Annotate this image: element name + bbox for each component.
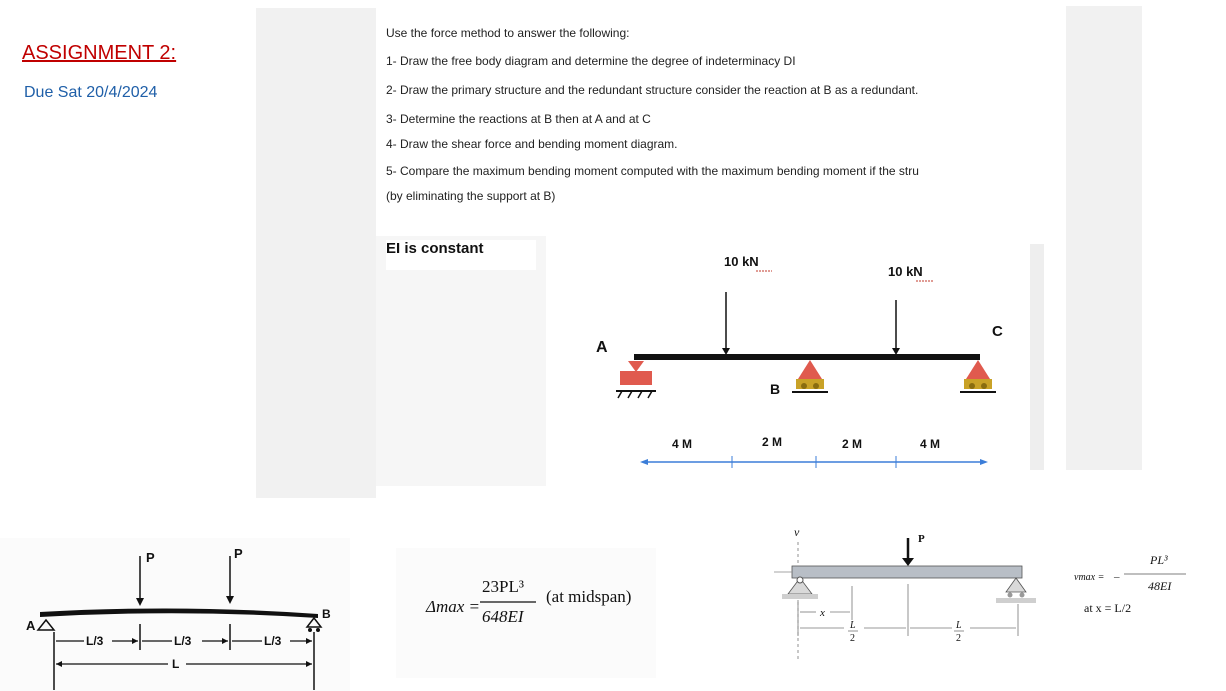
fixed-support-a bbox=[616, 361, 656, 399]
deflection-formula: Δmax = 23PL³ 648EI (at midspan) bbox=[425, 577, 631, 626]
ref-load-arrow-1 bbox=[136, 556, 144, 606]
question-item-3: 3- Determine the reactions at B then at … bbox=[386, 112, 651, 126]
half2-denominator: 2 bbox=[956, 633, 961, 644]
ref-seg-label-2: L/3 bbox=[174, 634, 192, 648]
ei-panel bbox=[376, 236, 546, 486]
span-label-1: 4 M bbox=[672, 437, 692, 451]
ei-note: EI is constant bbox=[386, 240, 536, 270]
ref-load-label-2: P bbox=[234, 546, 243, 561]
ref-dimension-segments bbox=[53, 624, 315, 690]
roller-support-b bbox=[792, 360, 828, 393]
load-arrow-2 bbox=[892, 300, 900, 355]
ref-point-label-b: B bbox=[322, 607, 331, 621]
ref-right-beam bbox=[791, 565, 1023, 579]
load-label-2: 10 kN bbox=[888, 264, 923, 279]
point-label-a: A bbox=[596, 339, 608, 356]
ref-beam bbox=[40, 608, 318, 618]
beam-right-edge bbox=[1030, 244, 1044, 470]
pin-support-left bbox=[782, 576, 818, 599]
half2-numerator: L bbox=[955, 620, 962, 631]
half1-denominator: 2 bbox=[850, 633, 855, 644]
load-label-1: 10 kN bbox=[724, 254, 759, 269]
vmax-at-text: at x = L/2 bbox=[1084, 601, 1131, 615]
load-arrow-1 bbox=[722, 292, 730, 355]
ref-load-label-1: P bbox=[146, 550, 155, 565]
vmax-label: vmax = bbox=[1074, 572, 1104, 583]
question-item-2: 2- Draw the primary structure and the re… bbox=[386, 83, 919, 97]
formula-note: (at midspan) bbox=[546, 587, 631, 606]
point-label-b: B bbox=[770, 381, 780, 397]
roller-support-c bbox=[960, 360, 996, 393]
beam bbox=[634, 354, 980, 360]
ref-total-label: L bbox=[172, 657, 179, 671]
point-label-c: C bbox=[992, 323, 1003, 340]
reference-beam-left: P P A B L/3 L/3 L/3 L bbox=[0, 538, 350, 691]
vmax-minus: – bbox=[1113, 571, 1120, 583]
ref-load-arrow-p bbox=[902, 538, 914, 566]
ref-load-label-p: P bbox=[918, 533, 925, 545]
pin-support-a bbox=[36, 618, 56, 631]
left-grey-panel bbox=[256, 8, 376, 498]
roller-support-b bbox=[305, 616, 323, 632]
question-item-4: 4- Draw the shear force and bending mome… bbox=[386, 137, 678, 151]
ref-right-dimensions bbox=[797, 584, 1019, 636]
question-item-6: (by eliminating the support at B) bbox=[386, 189, 556, 203]
span-label-3: 2 M bbox=[842, 437, 862, 451]
ref-v-label: v bbox=[794, 525, 800, 539]
assignment-title: ASSIGNMENT 2: bbox=[22, 42, 177, 64]
half1-numerator: L bbox=[849, 620, 856, 631]
question-item-1: 1- Draw the free body diagram and determ… bbox=[386, 54, 796, 68]
formula-numerator: 23PL³ bbox=[482, 577, 524, 596]
span-label-4: 4 M bbox=[920, 437, 940, 451]
question-intro: Use the force method to answer the follo… bbox=[386, 26, 630, 40]
dimension-line bbox=[640, 456, 988, 468]
due-date: Due Sat 20/4/2024 bbox=[24, 84, 158, 101]
formula-lhs: Δmax = bbox=[425, 597, 480, 616]
question-item-5: 5- Compare the maximum bending moment co… bbox=[386, 164, 919, 178]
vmax-denominator: 48EI bbox=[1148, 579, 1172, 593]
span-label-2: 2 M bbox=[762, 435, 782, 449]
question-list: Use the force method to answer the follo… bbox=[386, 26, 919, 214]
beam-diagram: 10 kN 10 kN A B C 4 M 2 M 2 M 4 M bbox=[596, 254, 1003, 468]
ref-seg-label-3: L/3 bbox=[264, 634, 282, 648]
reference-beam-right: v P x L 2 L 2 vmax = – PL³ bbox=[774, 525, 1186, 660]
ref-load-arrow-2 bbox=[226, 556, 234, 604]
ref-seg-label-1: L/3 bbox=[86, 634, 104, 648]
vmax-numerator: PL³ bbox=[1149, 553, 1168, 567]
ref-x-label: x bbox=[819, 607, 825, 619]
formula-panel bbox=[396, 548, 656, 678]
formula-denominator: 648EI bbox=[482, 607, 525, 626]
ref-point-label-a: A bbox=[26, 618, 36, 633]
roller-support-right bbox=[996, 577, 1036, 603]
right-grey-panel bbox=[1066, 6, 1142, 470]
